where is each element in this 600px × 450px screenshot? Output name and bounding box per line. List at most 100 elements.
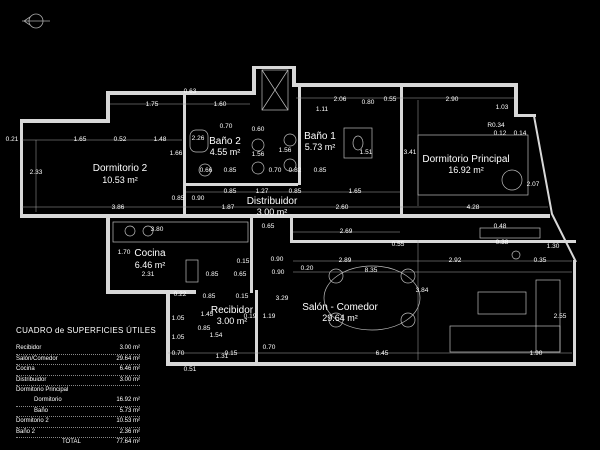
surface-value: 3.00 m²	[119, 376, 140, 383]
surface-row: Dormitorio Principal	[16, 386, 140, 396]
dimension-label: 3.86	[112, 204, 125, 211]
room-area-dormitorio-principal: 16.92 m²	[448, 165, 484, 175]
dimension-label: 3.41	[404, 149, 417, 156]
dimension-label: 1.60	[214, 101, 227, 108]
dimension-label: 1.11	[316, 106, 329, 113]
dimension-label: 0.70	[269, 167, 282, 174]
dimension-label: 0.80	[362, 99, 375, 106]
dimension-label: 1.03	[496, 104, 509, 111]
surface-value: 6.46 m²	[119, 366, 140, 373]
room-name-cocina: Cocina	[134, 248, 166, 259]
dimension-label: 0.55	[392, 241, 405, 248]
dimension-label: 0.85	[172, 195, 185, 202]
surfaces-table-title: CUADRO de SUPERFICIES ÚTILES	[16, 326, 156, 335]
room-labels: Dormitorio 2 10.53 m² Baño 2 4.55 m² Bañ…	[93, 131, 510, 326]
dimension-label: 1.70	[118, 249, 131, 256]
dimension-label: 3.84	[416, 287, 429, 294]
dimension-label: 1.05	[172, 334, 185, 341]
dimension-label: 1.56	[279, 147, 292, 154]
fixtures	[112, 69, 561, 353]
surface-row: Dormitorio 16.92 m²	[16, 396, 140, 407]
room-area-bano1: 5.73 m²	[305, 142, 336, 152]
facade-line	[533, 115, 577, 263]
dimension-label: 0.70	[263, 344, 276, 351]
dimension-label: 0.14	[514, 130, 527, 137]
surface-label: TOTAL	[62, 439, 81, 446]
dimension-label: 0.85	[224, 188, 237, 195]
dimension-label: 1.30	[547, 243, 560, 250]
dimension-label: 2.55	[554, 313, 567, 320]
dimension-label: 0.85	[224, 167, 237, 174]
dimension-label: 1.56	[252, 151, 265, 158]
dimension-label: 0.52	[114, 136, 127, 143]
room-area-salon: 29.64 m²	[322, 313, 358, 323]
dimension-label: 0.15	[237, 258, 250, 265]
dimension-label: 1.87	[222, 204, 235, 211]
room-area-distribuidor: 3.00 m²	[257, 207, 288, 217]
surface-label: Recibidor	[16, 345, 42, 351]
room-name-dormitorio-principal: Dormitorio Principal	[422, 154, 509, 165]
room-area-dormitorio2: 10.53 m²	[102, 175, 138, 185]
dimension-label: 0.48	[494, 223, 507, 230]
dimension-label: 0.19	[244, 313, 257, 320]
room-area-recibidor: 3.00 m²	[217, 316, 248, 326]
dimension-label: 2.26	[192, 135, 205, 142]
dimension-label: 0.22	[174, 291, 187, 298]
dimension-label: 3.80	[151, 226, 164, 233]
dimension-label: 0.12	[494, 130, 507, 137]
room-name-salon: Salón - Comedor	[302, 302, 378, 313]
dimension-label: 1.45	[201, 311, 214, 318]
dimension-label: 2.92	[449, 257, 462, 264]
dimension-label: 0.85	[198, 325, 211, 332]
dimension-label: 0.90	[192, 195, 205, 202]
room-area-bano2: 4.55 m²	[210, 147, 241, 157]
dimension-label: 0.70	[172, 350, 185, 357]
surface-row: Baño 5.73 m²	[16, 407, 140, 418]
room-name-distribuidor: Distribuidor	[247, 196, 298, 207]
room-area-cocina: 6.46 m²	[135, 260, 166, 270]
dimension-lines	[22, 97, 572, 360]
dimension-label: 2.33	[30, 169, 43, 176]
dimension-label: 0.35	[534, 257, 547, 264]
dimension-label: R0.34	[487, 122, 505, 129]
dimension-label: 1.75	[146, 101, 159, 108]
dimension-label: 1.19	[263, 313, 276, 320]
room-name-bano2: Baño 2	[209, 136, 241, 147]
dimension-label: 1.65	[349, 188, 362, 195]
north-arrow-icon	[22, 13, 50, 29]
surface-value: 2.36 m²	[119, 428, 140, 435]
dimension-label: 2.90	[446, 96, 459, 103]
dimension-label: 3.29	[276, 295, 289, 302]
room-name-dormitorio2: Dormitorio 2	[93, 163, 148, 174]
surface-row: Recibidor 3.00 m²	[16, 344, 140, 355]
surface-label: Baño	[34, 407, 49, 414]
dimension-label: 0.38	[496, 239, 509, 246]
surface-label: Dormitorio 2	[16, 418, 49, 425]
walls	[20, 66, 576, 366]
dimension-label: 0.85	[314, 167, 327, 174]
dimension-label: 2.60	[336, 204, 349, 211]
surface-value: 3.00 m²	[119, 345, 140, 351]
dimension-label: 1.90	[530, 350, 543, 357]
dimension-label: 0.82	[289, 167, 302, 174]
dimension-label: 2.07	[527, 181, 540, 188]
dimension-label: 1.27	[256, 188, 269, 195]
surface-label: Cocina	[16, 366, 35, 373]
dimension-label: 1.31	[216, 353, 229, 360]
surface-value: 16.92 m²	[116, 396, 140, 403]
dimension-label: 8.35	[365, 267, 378, 274]
dimension-label: 0.65	[234, 271, 247, 278]
dimension-label: 0.90	[271, 256, 284, 263]
dimension-label: 0.85	[289, 188, 302, 195]
dimension-label: 1.48	[154, 136, 167, 143]
surface-label: Dormitorio	[34, 396, 62, 403]
surface-value: 5.73 m²	[119, 407, 140, 414]
dimension-label: 2.89	[339, 257, 352, 264]
dimension-label: 0.15	[225, 350, 238, 357]
